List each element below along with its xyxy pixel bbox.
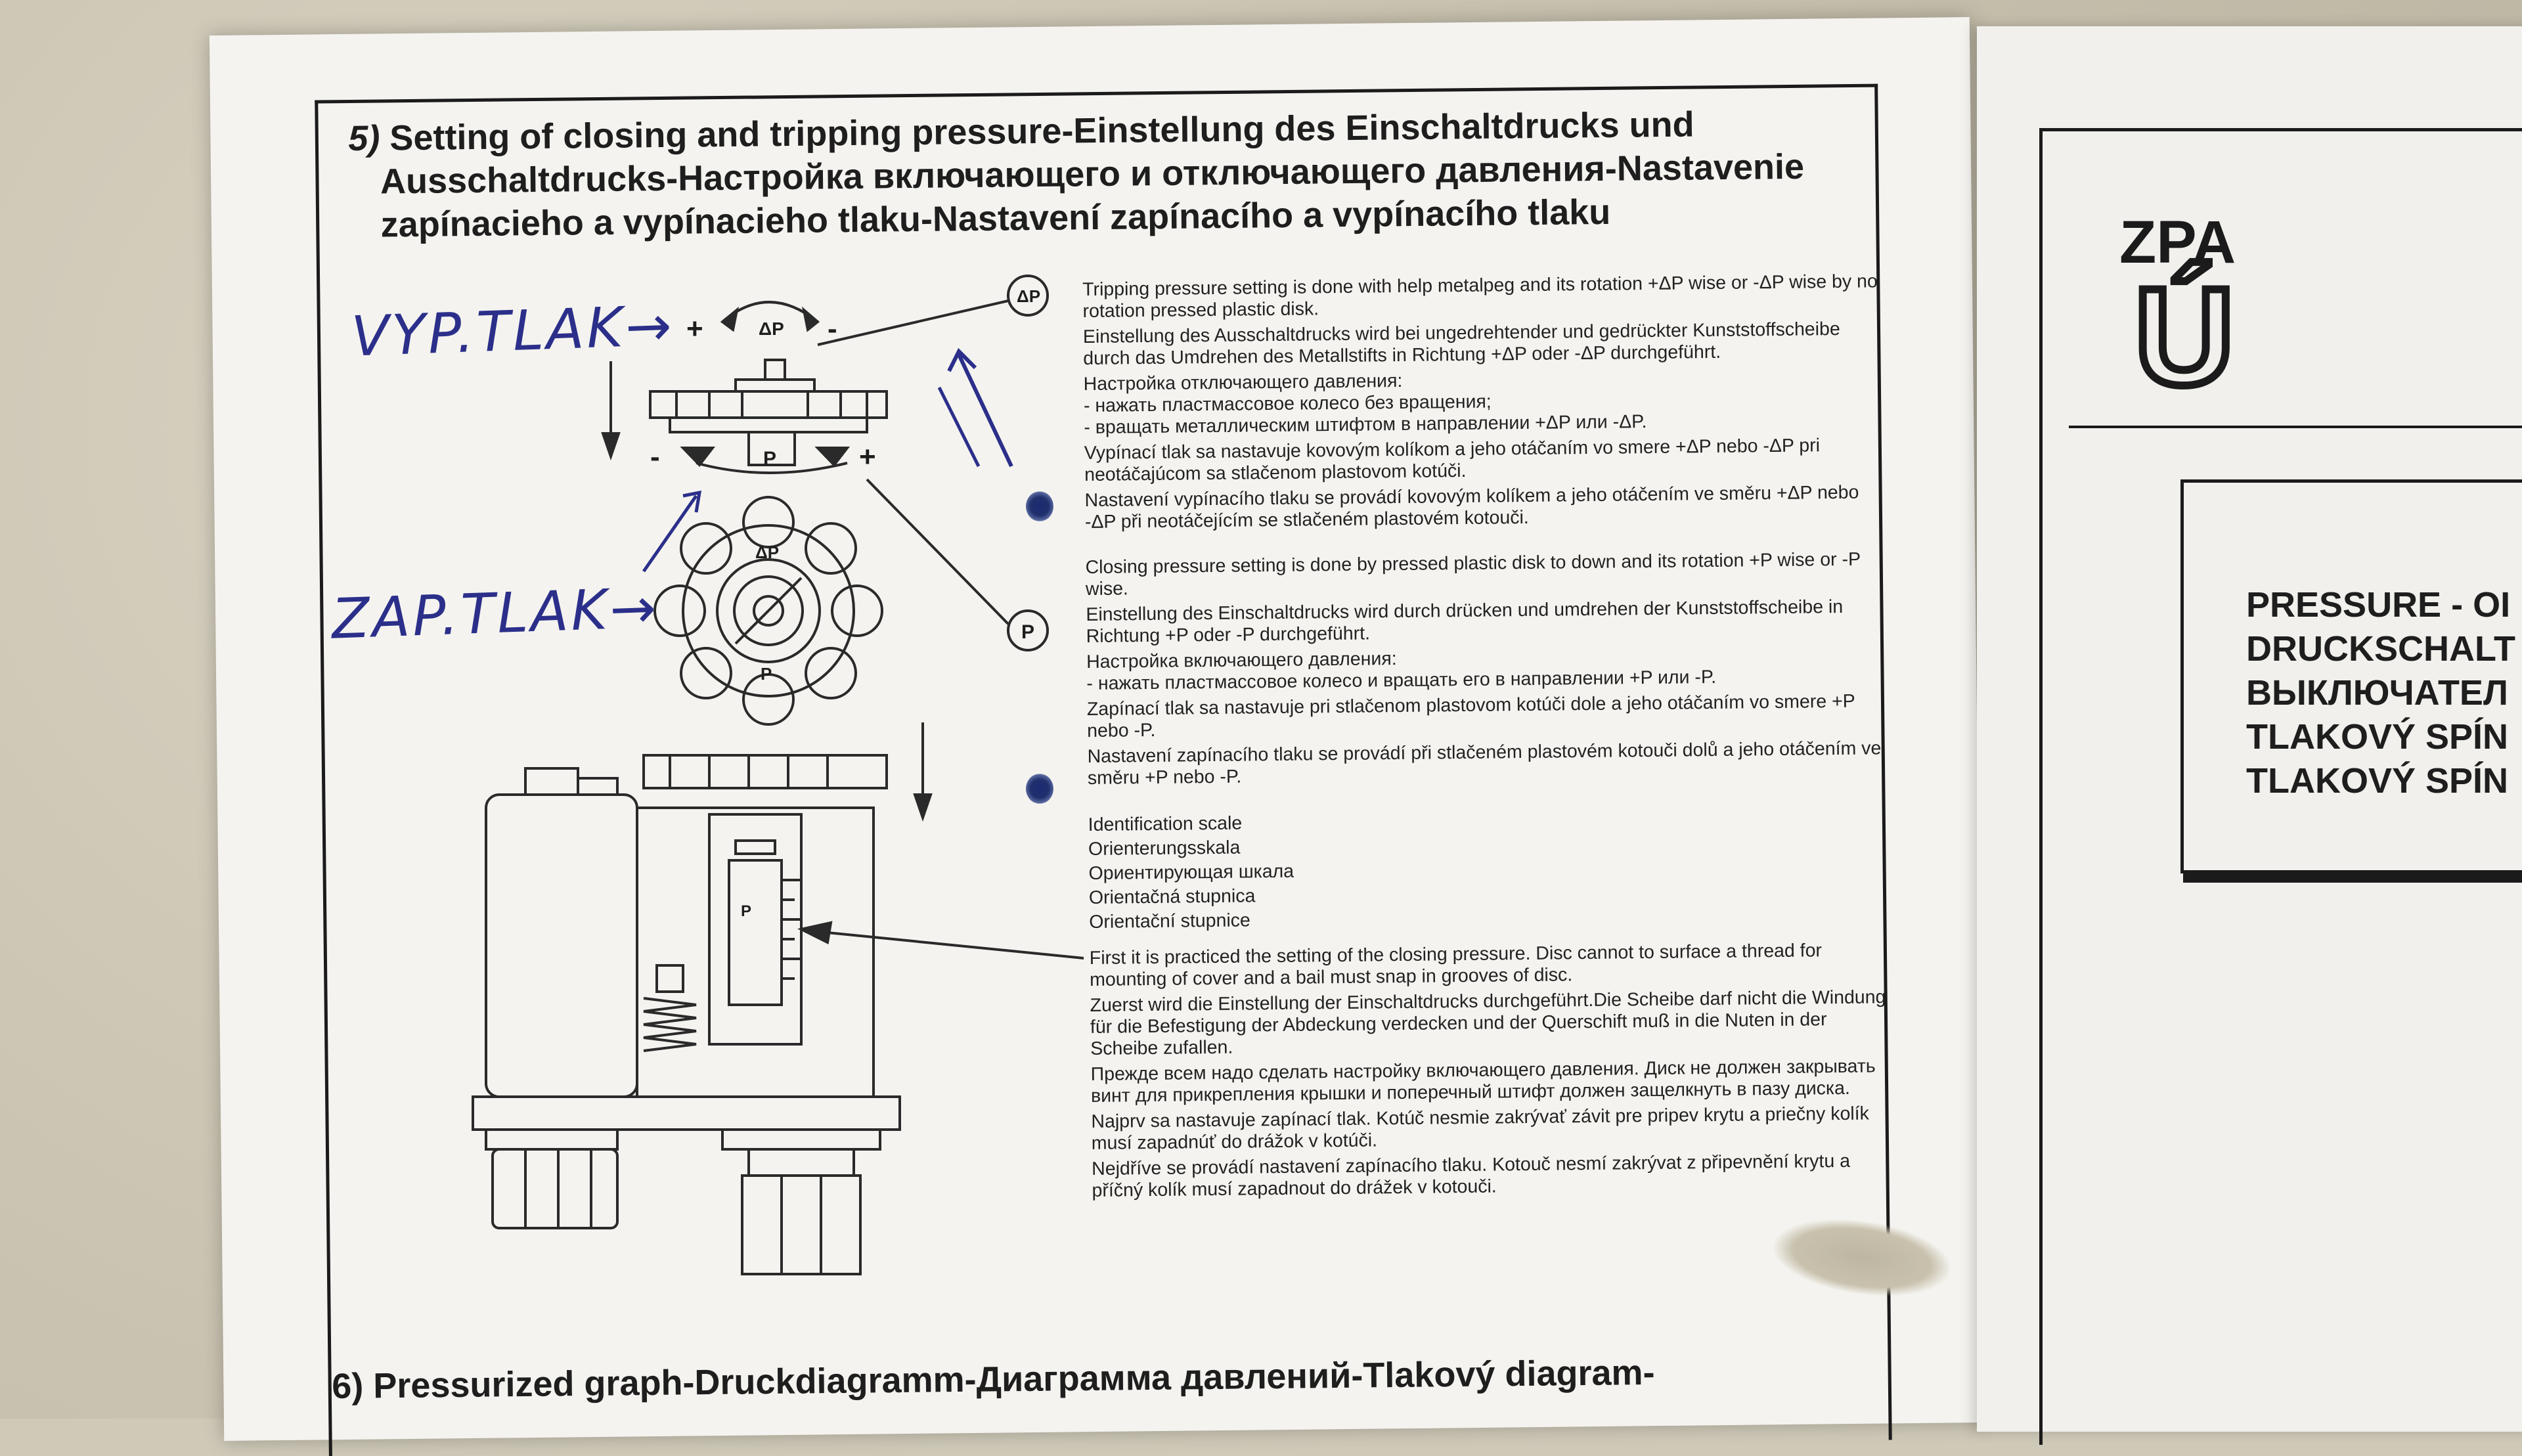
cover-line-4: TLAKOVÝ SPÍN bbox=[2246, 717, 2509, 757]
ink-mark-closing bbox=[1026, 774, 1053, 804]
closing-sk: Zapínací tlak sa nastavuje pri stlačenom… bbox=[1086, 690, 1855, 741]
cover-line-3: ВЫКЛЮЧАТЕЛ bbox=[2246, 673, 2508, 713]
logo-letters: ZPA bbox=[2119, 217, 2236, 276]
delta-p-marker-label: ΔP bbox=[1017, 286, 1040, 306]
section-heading: 5) Setting of closing and tripping press… bbox=[348, 101, 1880, 247]
first-ru: Прежде всем надо сделать настройку включ… bbox=[1090, 1055, 1876, 1107]
tripping-sk: Vypínací tlak sa nastavuje kovovým kolík… bbox=[1084, 435, 1821, 485]
first-sk: Najprv sa nastavuje zapínací tlak. Kotúč… bbox=[1091, 1103, 1869, 1154]
gear-p-label: P bbox=[761, 664, 772, 684]
dial-minus-bottom: - bbox=[650, 441, 660, 473]
cover-line-2: DRUCKSCHALT bbox=[2246, 629, 2515, 669]
dial-plus-top: + bbox=[686, 313, 703, 345]
cover-line-1: PRESSURE - OI bbox=[2246, 585, 2511, 625]
gear-lobes bbox=[653, 496, 883, 726]
dial-p-center: P bbox=[763, 448, 776, 470]
closing-ru: Настройка включающего давления: - нажать… bbox=[1086, 643, 1895, 695]
handwritten-closing-note: ZAP.TLAK→ bbox=[330, 575, 660, 651]
tripping-en: Tripping pressure setting is done with h… bbox=[1082, 271, 1878, 322]
pressure-switch-diagram: + ΔP - ΔP - P + P ΔP P P bbox=[472, 275, 1084, 1275]
gear-delta-p-label: ΔP bbox=[755, 542, 779, 562]
tripping-cz: Nastavení vypínacího tlaku se provádí ko… bbox=[1084, 481, 1859, 533]
scale-p-label: P bbox=[741, 902, 751, 920]
first-en: First it is practiced the setting of the… bbox=[1089, 940, 1823, 990]
dial-minus-top: - bbox=[828, 313, 837, 345]
dial-plus-bottom: + bbox=[859, 441, 876, 473]
p-marker bbox=[1007, 609, 1049, 651]
closing-de: Einstellung des Einschaltdrucks wird dur… bbox=[1086, 596, 1844, 647]
cover-sheet bbox=[1977, 26, 2522, 1432]
instructions-column: Tripping pressure setting is done with h… bbox=[1082, 271, 1900, 1206]
cover-frame bbox=[2039, 128, 2522, 1445]
p-marker-label: P bbox=[1021, 621, 1034, 643]
delta-p-marker bbox=[1007, 275, 1049, 317]
cover-divider bbox=[2069, 426, 2522, 428]
scale-labels: Identification scale Orienterungsskala О… bbox=[1088, 805, 1897, 935]
closing-cz: Nastavení zapínacího tlaku se provádí př… bbox=[1087, 738, 1882, 789]
tripping-de: Einstellung des Ausschaltdrucks wird bei… bbox=[1082, 318, 1840, 369]
handwritten-tripping-note: VYP.TLAK→ bbox=[350, 293, 676, 369]
logo-u-mark: Ú bbox=[2135, 259, 2234, 394]
ink-mark-tripping bbox=[1026, 491, 1053, 521]
first-cz: Nejdříve se provádí nastavení zapínacího… bbox=[1092, 1150, 1851, 1201]
cover-title-box bbox=[2180, 479, 2522, 873]
dial-delta-p-top: ΔP bbox=[759, 319, 784, 339]
zpa-logo: ZPA Ú bbox=[2119, 217, 2238, 394]
first-de: Zuerst wird die Einstellung der Einschal… bbox=[1090, 986, 1886, 1059]
cover-title-lines: PRESSURE - OI DRUCKSCHALT ВЫКЛЮЧАТЕЛ TLA… bbox=[2246, 583, 2515, 803]
tripping-ru: Настройка отключающего давления: - нажат… bbox=[1084, 365, 1892, 439]
closing-en: Closing pressure setting is done by pres… bbox=[1085, 548, 1861, 600]
cover-line-5: TLAKOVÝ SPÍN bbox=[2246, 761, 2509, 801]
section-number: 5) bbox=[348, 118, 380, 158]
